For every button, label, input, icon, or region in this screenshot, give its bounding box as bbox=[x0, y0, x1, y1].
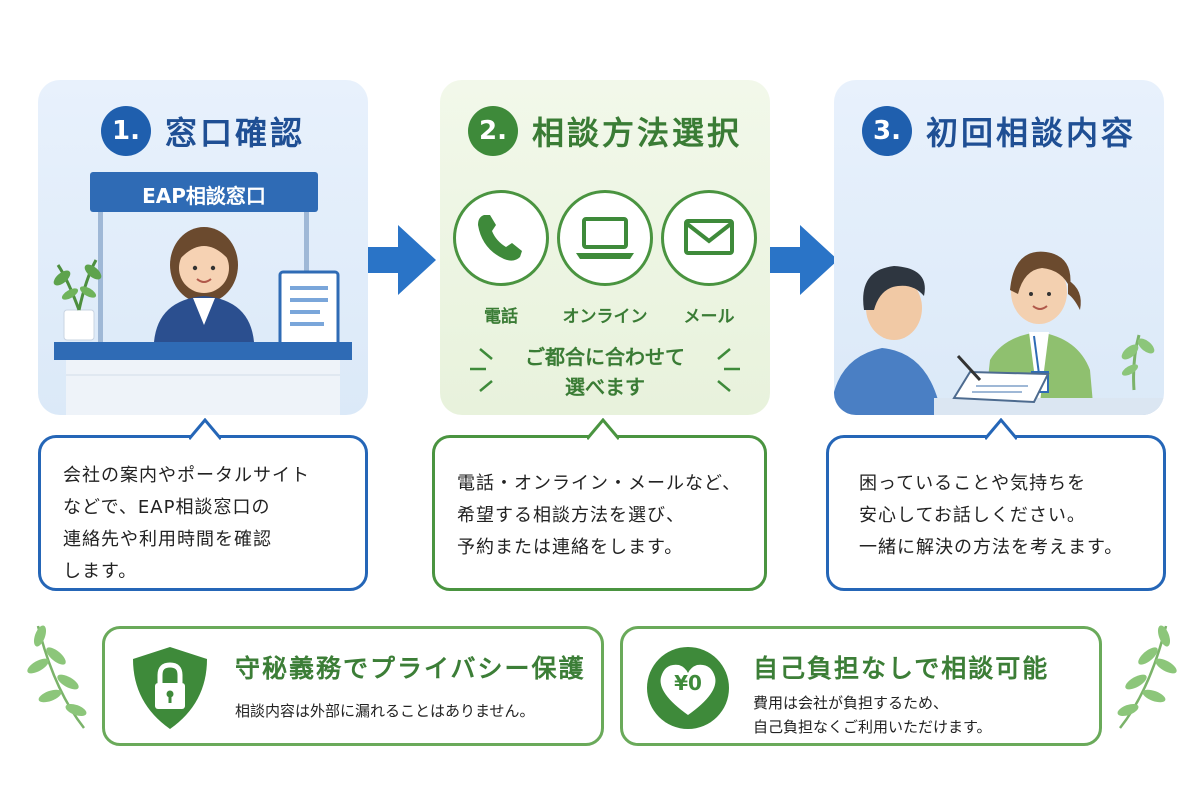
info-description: 相談内容は外部に漏れることはありません。 bbox=[235, 699, 535, 723]
step-1-number: 1. bbox=[100, 106, 151, 156]
step-1-title: 1. 窓口確認 bbox=[38, 106, 368, 156]
phone-icon bbox=[453, 190, 549, 286]
info-title: 守秘義務でプライバシー保護 bbox=[235, 654, 586, 683]
method-label-phone: 電話 bbox=[484, 307, 518, 327]
description-line: 連絡先や利用時間を確認 bbox=[63, 529, 272, 550]
step-3-panel: 3. 初回相談内容 bbox=[834, 80, 1164, 415]
step-1-panel: 1. 窓口確認 EAP相談窓口 bbox=[38, 80, 368, 415]
step-2-heading: 相談方法選択 bbox=[531, 114, 742, 152]
description-line: 予約または連絡をします。 bbox=[457, 537, 684, 558]
no-cost-card: ¥0 自己負担なしで相談可能 費用は会社が負担するため、 自己負担なくご利用いた… bbox=[620, 626, 1102, 746]
yen-badge: ¥0 bbox=[674, 671, 702, 695]
counseling-illustration bbox=[834, 251, 1164, 415]
method-label-mail: メール bbox=[683, 307, 735, 327]
step-3-description: 困っていることや気持ちを 安心してお話しください。 一緒に解決の方法を考えます。 bbox=[826, 418, 1166, 591]
description-line: 電話・オンライン・メールなど、 bbox=[457, 473, 742, 494]
laptop-icon bbox=[557, 190, 653, 286]
step-2-title: 2. 相談方法選択 bbox=[440, 106, 770, 156]
description-line: 希望する相談方法を選び、 bbox=[457, 505, 685, 526]
shield-lock-icon bbox=[133, 647, 207, 729]
leaf-branch-icon bbox=[27, 625, 87, 729]
step-3-number: 3. bbox=[861, 106, 912, 156]
bubble-tail bbox=[189, 418, 221, 440]
info-line: 自己負担なくご利用いただけます。 bbox=[753, 718, 992, 736]
convenience-line: 選べます bbox=[565, 375, 645, 399]
heart-yen-icon bbox=[647, 647, 729, 729]
reception-desk-illustration bbox=[53, 172, 352, 415]
bubble-tail bbox=[985, 418, 1017, 440]
convenience-note: ご都合に合わせて 選べます bbox=[440, 342, 770, 402]
confidentiality-card: 守秘義務でプライバシー保護 相談内容は外部に漏れることはありません。 bbox=[102, 626, 604, 746]
info-line: 相談内容は外部に漏れることはありません。 bbox=[235, 702, 535, 720]
description-line: 安心してお話しください。 bbox=[859, 505, 1086, 526]
step-1-description: 会社の案内やポータルサイト などで、EAP相談窓口の 連絡先や利用時間を確認 し… bbox=[38, 418, 368, 591]
step-1-heading: 窓口確認 bbox=[164, 114, 305, 152]
mail-icon bbox=[661, 190, 757, 286]
info-title: 自己負担なしで相談可能 bbox=[753, 654, 1050, 683]
arrow-right-icon bbox=[770, 225, 838, 295]
description-line: 困っていることや気持ちを bbox=[859, 473, 1087, 494]
description-line: 一緒に解決の方法を考えます。 bbox=[859, 537, 1124, 558]
description-line: します。 bbox=[63, 561, 138, 582]
sparkle-lines-icon bbox=[470, 348, 740, 392]
description-line: などで、EAP相談窓口の bbox=[63, 497, 271, 518]
step-2-panel: 2. 相談方法選択 電話 オンライン メール ご都合に合わせて 選べます bbox=[440, 80, 770, 415]
step-3-title: 3. 初回相談内容 bbox=[834, 106, 1164, 156]
info-description: 費用は会社が負担するため、 自己負担なくご利用いただけます。 bbox=[753, 691, 992, 739]
step-2-number: 2. bbox=[467, 106, 518, 156]
step-3-heading: 初回相談内容 bbox=[925, 114, 1136, 152]
info-line: 費用は会社が負担するため、 bbox=[753, 694, 949, 712]
description-line: 会社の案内やポータルサイト bbox=[63, 465, 310, 486]
method-label-online: オンライン bbox=[562, 307, 648, 327]
step-2-description: 電話・オンライン・メールなど、 希望する相談方法を選び、 予約または連絡をします… bbox=[432, 418, 767, 591]
convenience-line: ご都合に合わせて bbox=[525, 345, 685, 369]
desk-sign: EAP相談窓口 bbox=[142, 184, 266, 208]
leaf-branch-icon bbox=[1117, 625, 1177, 729]
arrow-right-icon bbox=[368, 225, 436, 295]
bubble-tail bbox=[587, 418, 619, 440]
